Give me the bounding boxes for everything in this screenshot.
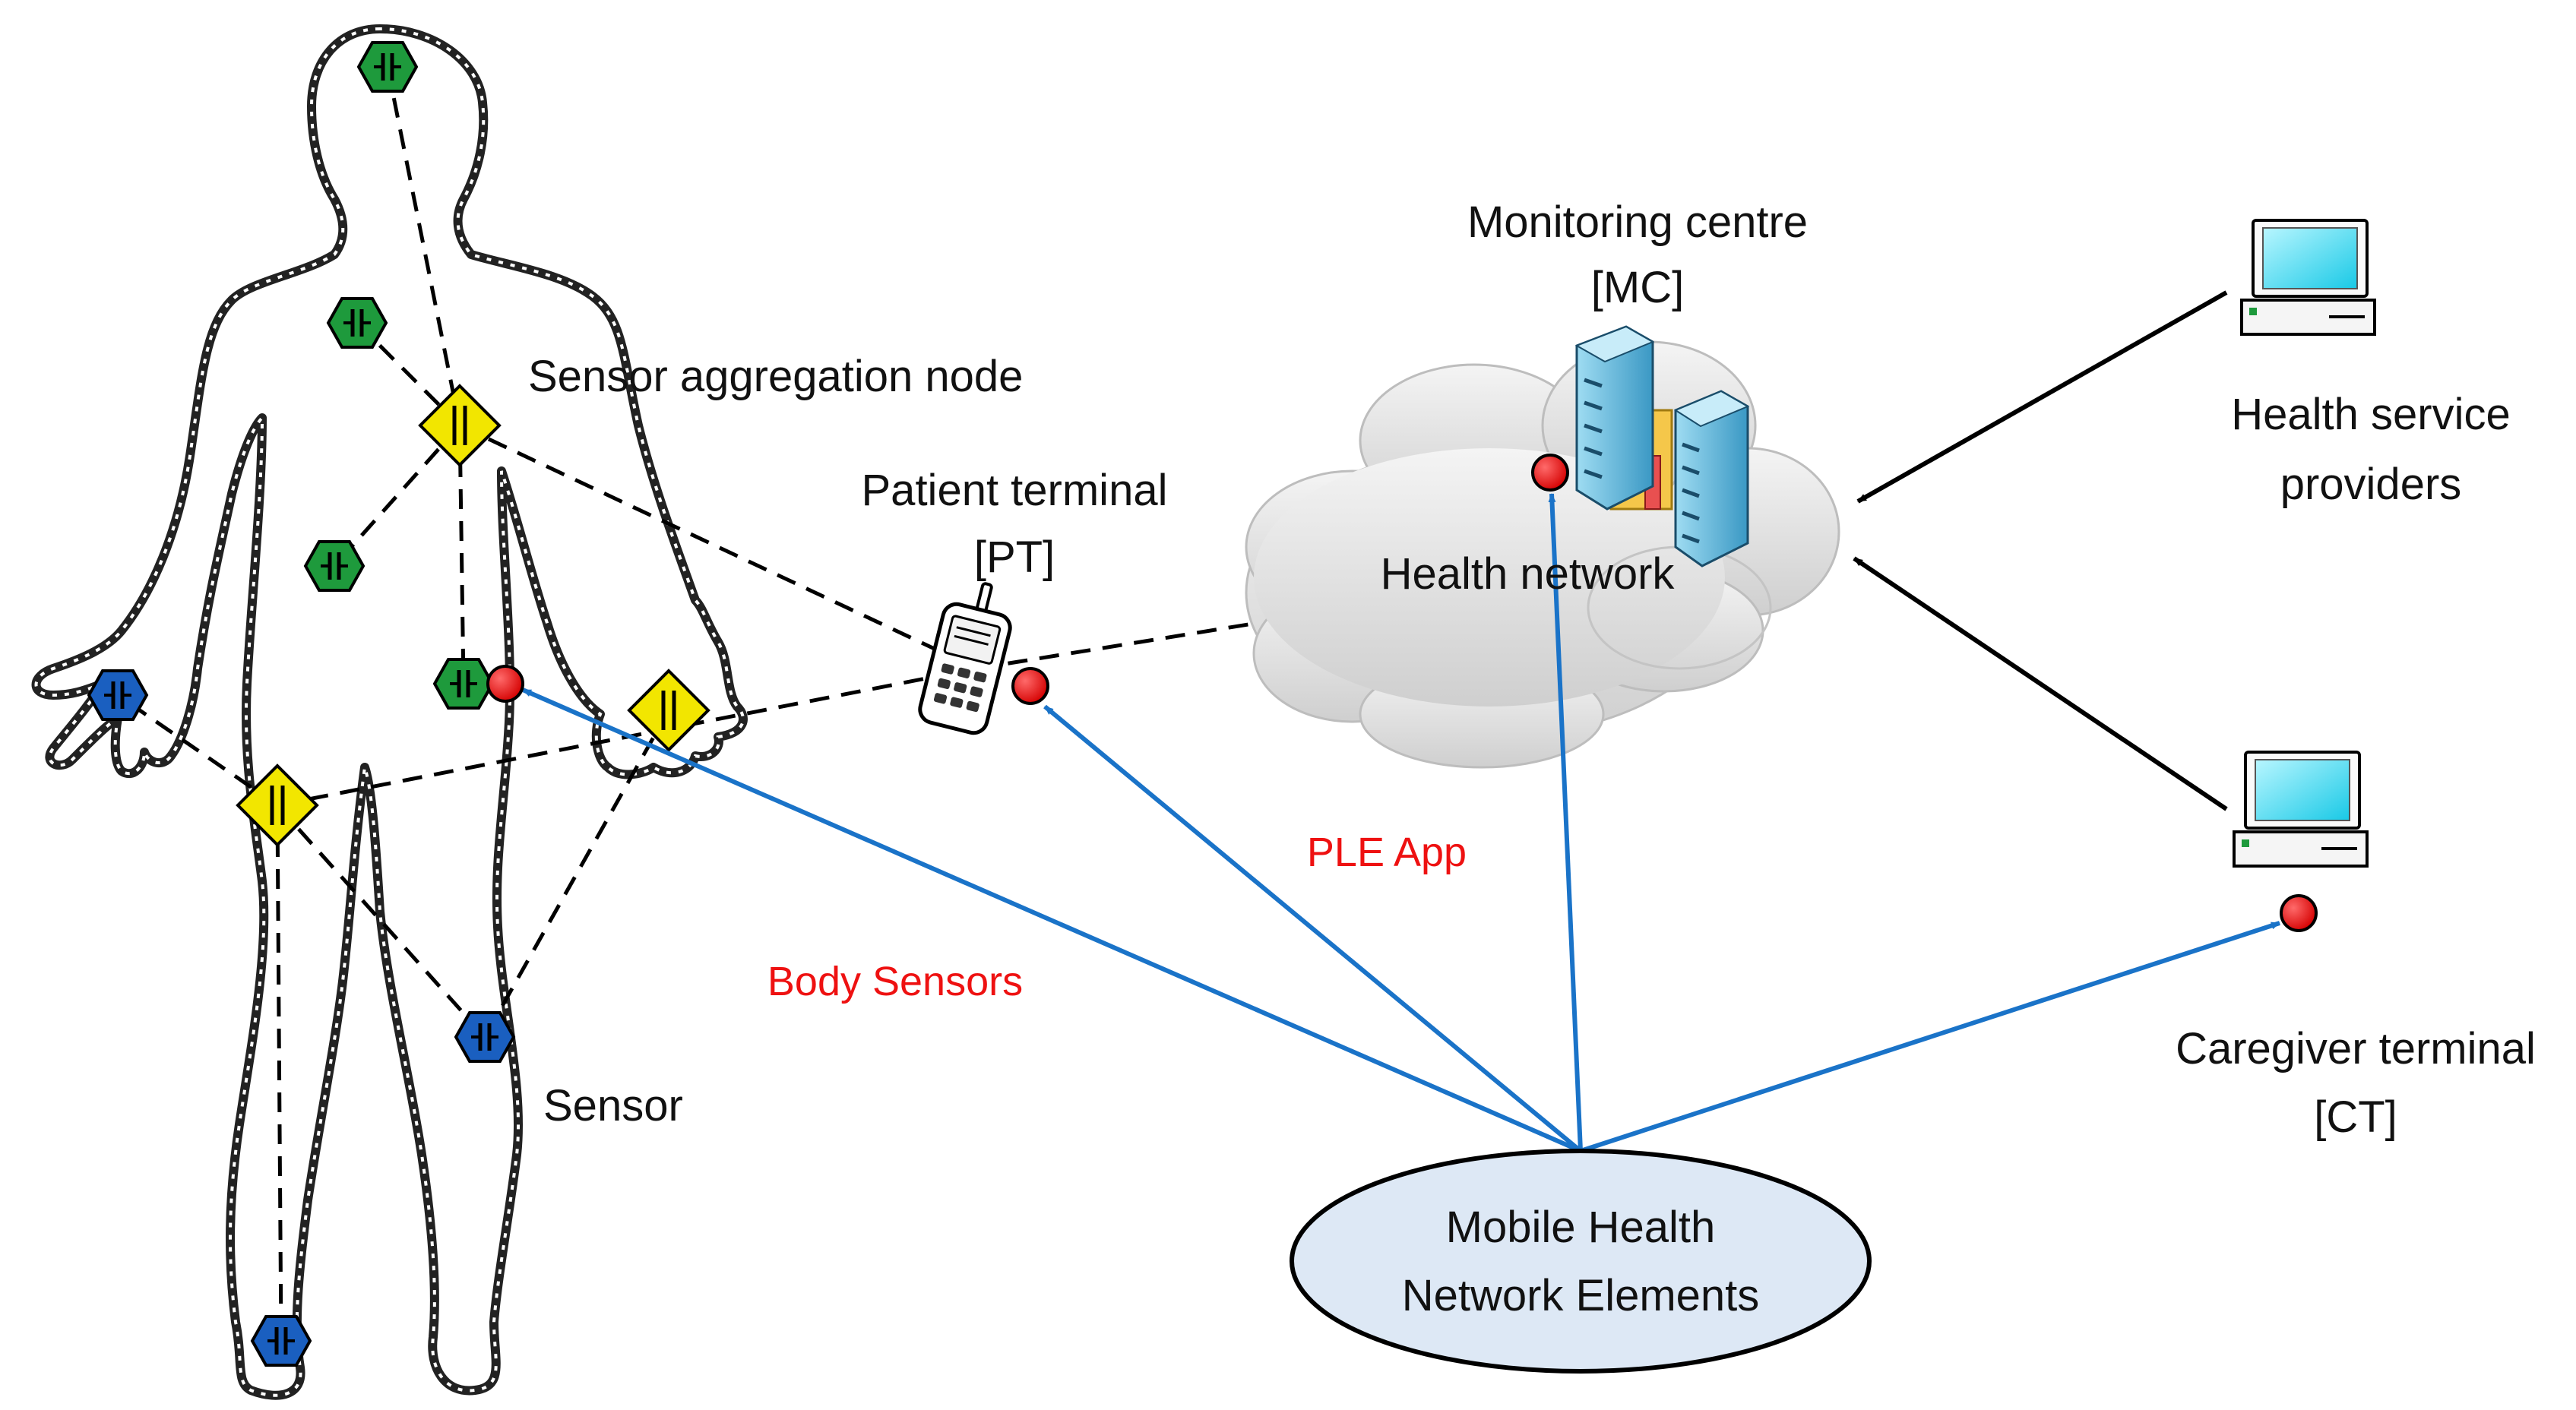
arrow-providers-to-network: [1856, 290, 2228, 504]
server-icon: [1574, 325, 1750, 567]
arrow-to-patient-terminal: [1043, 704, 1582, 1153]
sensor-left-hand: [87, 669, 149, 721]
label-sensor-aggregation-node: Sensor aggregation node: [528, 352, 1023, 401]
label-mobile-health-2: Network Elements: [1402, 1271, 1760, 1320]
blue-arrows: [521, 493, 2280, 1153]
label-patient-terminal-abbr: [PT]: [974, 533, 1055, 582]
black-arrows: [1853, 290, 2228, 811]
arrow-to-caregiver-terminal: [1580, 921, 2280, 1153]
label-health-network: Health network: [1381, 549, 1676, 599]
label-health-service-providers-1: Health service: [2231, 390, 2510, 439]
label-patient-terminal: Patient terminal: [862, 466, 1168, 515]
arrow-caregiver-to-network: [1853, 556, 2228, 811]
label-caregiver-terminal: Caregiver terminal: [2176, 1024, 2536, 1073]
label-caregiver-terminal-abbr: [CT]: [2314, 1092, 2397, 1142]
computer-icon-health-service-providers: [2240, 219, 2376, 336]
label-health-service-providers-2: providers: [2280, 460, 2462, 509]
sensor-head: [356, 41, 419, 93]
sensor-chest: [326, 297, 388, 349]
sensor-waist: [432, 658, 495, 710]
sensor-abdomen: [303, 540, 366, 592]
aggregation-node-hand: [627, 669, 710, 752]
arrow-to-body-sensors: [521, 688, 1582, 1153]
computer-icon-caregiver: [2233, 751, 2369, 868]
sensor-ankle: [250, 1315, 312, 1367]
aggregation-node-chest: [418, 384, 502, 467]
label-ple-app: PLE App: [1307, 830, 1467, 875]
red-dot-patient-terminal: [1011, 667, 1049, 705]
mobile-health-ellipse: [1290, 1149, 1872, 1374]
arrow-to-monitoring-centre: [1548, 493, 1583, 1152]
red-dot-caregiver-terminal: [2280, 894, 2318, 932]
phone-icon: [918, 582, 1012, 735]
label-monitoring-centre: Monitoring centre: [1467, 198, 1808, 247]
label-sensor: Sensor: [543, 1081, 683, 1130]
aggregation-node-hip: [236, 763, 319, 847]
red-dot-monitoring-centre: [1531, 454, 1569, 492]
label-monitoring-centre-abbr: [MC]: [1591, 263, 1684, 312]
sensor-knee: [454, 1011, 516, 1063]
label-mobile-health-1: Mobile Health: [1446, 1203, 1716, 1252]
label-body-sensors: Body Sensors: [767, 959, 1023, 1004]
red-dot-body-sensors: [486, 665, 524, 703]
